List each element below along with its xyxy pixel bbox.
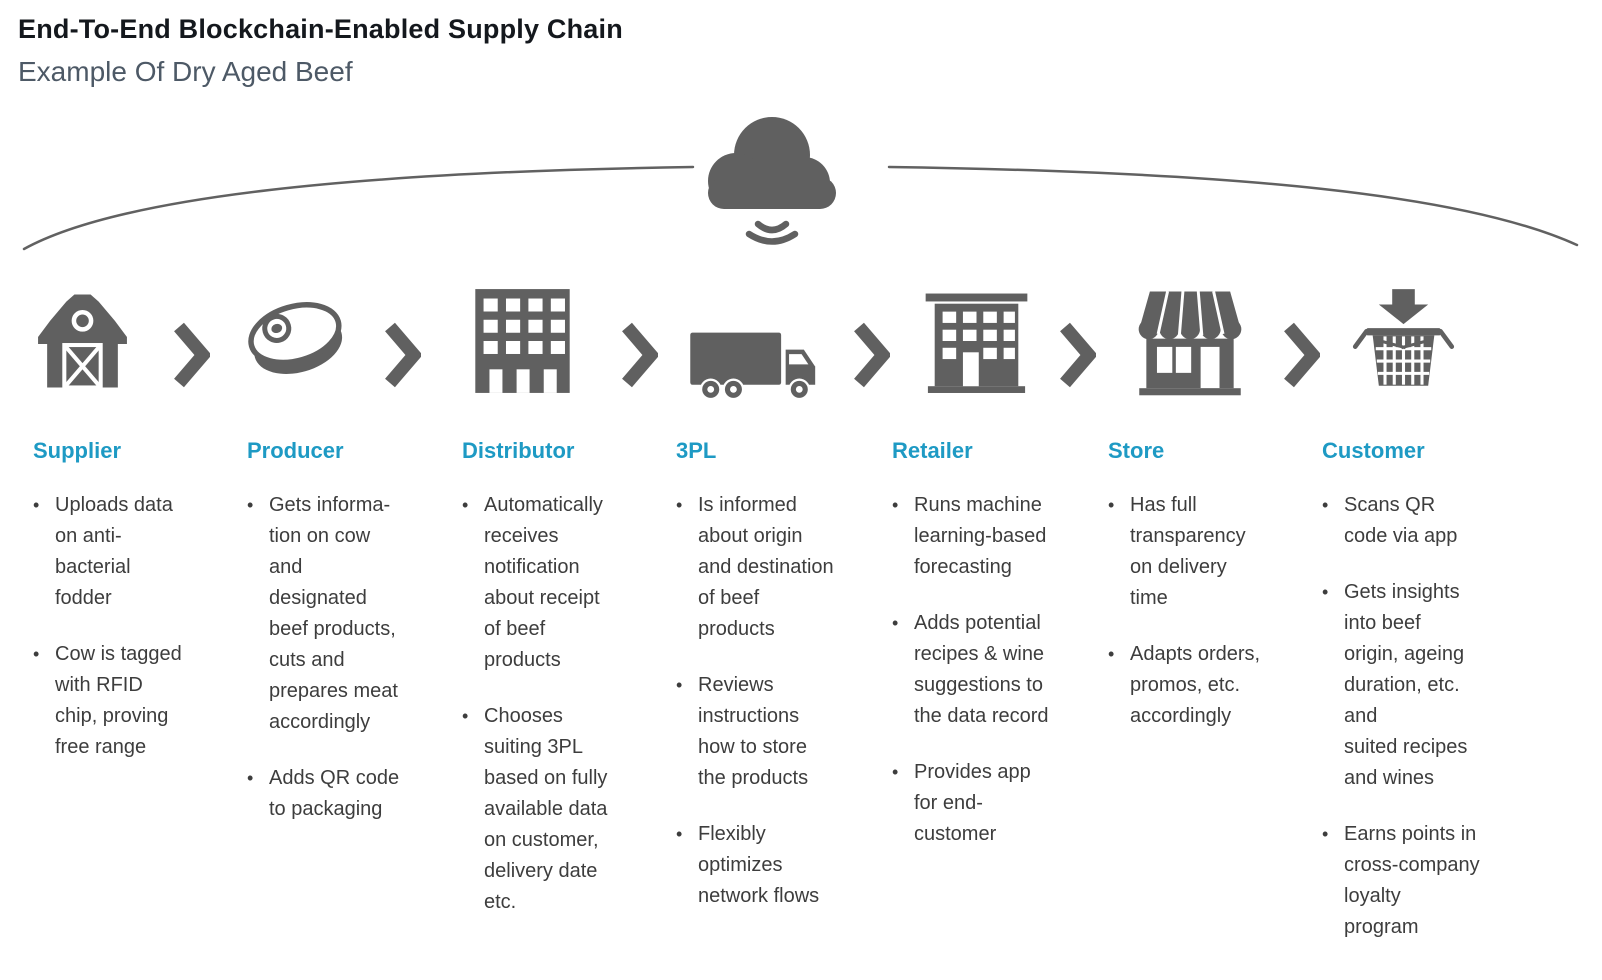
bullet-dot: • [247,495,254,515]
bullet-item: • Adds QR code to packaging [247,763,462,825]
storefront-icon [1138,291,1242,396]
bullet-item: • Gets informa- tion on cow and designat… [247,490,462,738]
bullet-dot: • [33,495,40,515]
bullet-dot: • [462,495,469,515]
bullet-dot: • [892,762,899,782]
bullet-item: • Uploads data on anti- bacterial fodder [33,490,248,614]
retail-building-icon [925,293,1028,393]
bullet-item: • Has full transparency on delivery time [1108,490,1323,614]
chevron-right-icon [854,322,890,388]
bullet-item: • Gets insights into beef origin, ageing… [1322,577,1537,794]
shopping-basket-icon [1352,289,1455,386]
bullet-dot: • [676,495,683,515]
bullet-text: Runs machine learning-based forecasting [914,494,1047,578]
bullet-text: Is informed about origin and destination… [698,494,834,640]
bullet-text: Gets insights into beef origin, ageing d… [1344,581,1468,789]
bullet-text: Gets informa- tion on cow and designated… [269,494,398,733]
chevron-right-icon [385,322,421,388]
bullet-text: Cow is tagged with RFID chip, proving fr… [55,643,182,758]
bullet-item: • Chooses suiting 3PL based on fully ava… [462,701,677,918]
cloud-icon [708,117,836,209]
bullet-dot: • [1322,495,1329,515]
stage-column-distributor: Distributor • Automatically receives not… [462,438,677,918]
bullet-text: Automatically receives notification abou… [484,494,603,671]
chevron-right-icon [1284,322,1320,388]
barn-icon [38,294,127,390]
bullet-text: Reviews instructions how to store the pr… [698,674,809,789]
bullet-item: • Scans QR code via app [1322,490,1537,552]
bullet-dot: • [1108,644,1115,664]
stage-title: 3PL [676,438,717,463]
bullet-dot: • [676,824,683,844]
bullet-item: • Adapts orders, promos, etc. accordingl… [1108,639,1323,732]
bullet-item: • Adds potential recipes & wine suggesti… [892,608,1107,732]
bullet-dot: • [892,495,899,515]
stage-column-supplier: Supplier • Uploads data on anti- bacteri… [33,438,248,763]
bullet-text: Flexibly optimizes network flows [698,823,820,907]
chevron-right-icon [622,322,658,388]
stage-title: Supplier [33,438,122,463]
bullet-text: Earns points in cross-company loyalty pr… [1344,823,1480,938]
bullet-dot: • [1322,582,1329,602]
bullet-item: • Runs machine learning-based forecastin… [892,490,1107,583]
bullet-dot: • [33,644,40,664]
page-title: End-To-End Blockchain-Enabled Supply Cha… [18,14,623,44]
bullet-item: • Cow is tagged with RFID chip, proving … [33,639,248,763]
stage-column-customer: Customer • Scans QR code via app • Gets … [1322,438,1537,943]
bullet-item: • Automatically receives notification ab… [462,490,677,676]
bullet-item: • Earns points in cross-company loyalty … [1322,819,1537,943]
chevron-right-icon [1060,322,1096,388]
bullet-item: • Flexibly optimizes network flows [676,819,891,912]
truck-icon [690,332,816,401]
stage-column-store: Store • Has full transparency on deliver… [1108,438,1323,732]
bullet-text: Scans QR code via app [1344,494,1458,547]
bullet-text: Uploads data on anti- bacterial fodder [55,494,173,609]
bullet-text: Has full transparency on delivery time [1130,494,1246,609]
stage-column-retailer: Retailer • Runs machine learning-based f… [892,438,1107,850]
bullet-item: • Reviews instructions how to store the … [676,670,891,794]
stage-title: Distributor [462,438,575,463]
office-building-icon [475,289,570,393]
bullet-text: Adapts orders, promos, etc. accordingly [1130,643,1261,727]
bullet-dot: • [1108,495,1115,515]
bullet-item: • Provides app for end- customer [892,757,1107,850]
page-subtitle: Example Of Dry Aged Beef [18,56,353,87]
blockchain-cloud-arc [22,117,1579,251]
right-arc-line [887,165,1579,247]
chevron-right-icon [174,322,210,388]
stage-title: Retailer [892,438,973,463]
bullet-text: Adds QR code to packaging [269,767,400,820]
stage-title: Store [1108,438,1165,463]
bullet-text: Chooses suiting 3PL based on fully avail… [484,705,608,913]
stage-title: Producer [247,438,344,463]
bullet-text: Adds potential recipes & wine suggestion… [914,612,1049,727]
bullet-dot: • [462,706,469,726]
stage-column-producer: Producer • Gets informa- tion on cow and… [247,438,462,825]
bullet-dot: • [892,613,899,633]
left-arc-line [22,165,695,251]
bullet-dot: • [676,675,683,695]
bullet-dot: • [247,768,254,788]
stage-title: Customer [1322,438,1425,463]
bullet-text: Provides app for end- customer [914,761,1031,845]
stage-column-3pl: 3PL • Is informed about origin and desti… [676,438,891,912]
meat-steak-icon [248,302,343,374]
signal-waves-icon [745,220,799,245]
bullet-dot: • [1322,824,1329,844]
bullet-item: • Is informed about origin and destinati… [676,490,891,645]
